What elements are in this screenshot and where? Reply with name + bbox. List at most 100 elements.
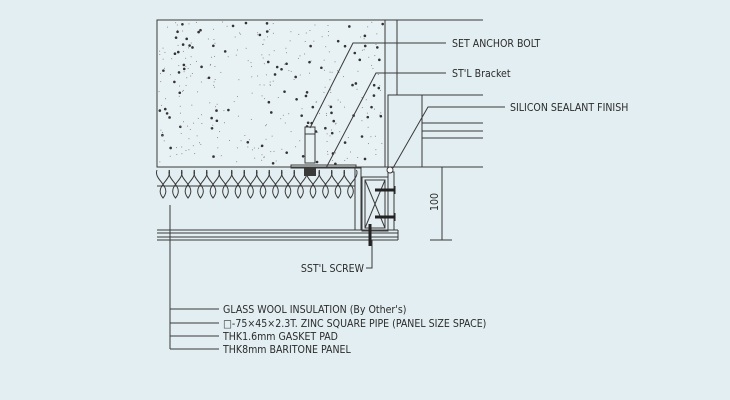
- concrete-speckle: [290, 131, 292, 133]
- concrete-speckle: [253, 147, 255, 149]
- concrete-speckle: [256, 75, 258, 77]
- concrete-speckle: [201, 123, 203, 125]
- concrete-speckle: [375, 149, 377, 151]
- concrete-speckle: [299, 140, 301, 142]
- concrete-speckle: [301, 108, 303, 110]
- concrete-speckle: [165, 112, 169, 115]
- concrete-speckle: [199, 28, 202, 32]
- label-sealant: SILICON SEALANT FINISH: [510, 102, 628, 114]
- concrete-speckle: [176, 147, 178, 149]
- concrete-speckle: [343, 141, 347, 144]
- concrete-speckle: [161, 104, 163, 106]
- concrete-speckle: [337, 70, 339, 72]
- concrete-speckle: [198, 142, 200, 144]
- concrete-speckle: [309, 72, 311, 74]
- wool-loop: [156, 169, 170, 199]
- concrete-speckle: [158, 91, 160, 93]
- concrete-speckle: [348, 25, 351, 28]
- concrete-speckle: [190, 56, 192, 58]
- concrete-speckle: [375, 43, 377, 45]
- concrete-speckle: [319, 112, 321, 114]
- concrete-speckle: [162, 69, 165, 72]
- concrete-speckle: [251, 92, 253, 94]
- concrete-speckle: [174, 36, 178, 39]
- concrete-speckle: [315, 101, 317, 103]
- concrete-speckle: [326, 133, 328, 135]
- concrete-speckle: [263, 156, 265, 158]
- concrete-speckle: [237, 115, 239, 117]
- concrete-speckle: [206, 77, 208, 79]
- concrete-speckle: [373, 108, 375, 110]
- concrete-speckle: [326, 140, 328, 142]
- concrete-speckle: [367, 126, 369, 128]
- concrete-speckle: [214, 42, 216, 44]
- concrete-speckle: [290, 70, 292, 72]
- concrete-speckle: [284, 63, 286, 65]
- concrete-speckle: [238, 79, 240, 81]
- concrete-speckle: [375, 154, 377, 156]
- concrete-speckle: [236, 96, 238, 98]
- concrete-speckle: [247, 146, 249, 148]
- concrete-speckle: [285, 62, 288, 66]
- concrete-speckle: [207, 38, 209, 40]
- wool-loop: [231, 169, 245, 199]
- concrete-speckle: [363, 34, 367, 38]
- concrete-speckle: [163, 67, 165, 69]
- concrete-speckle: [192, 145, 194, 147]
- concrete-speckle: [188, 23, 190, 25]
- wool-loop: [218, 169, 233, 199]
- concrete-speckle: [273, 73, 277, 76]
- concrete-speckle: [376, 46, 379, 49]
- concrete-speckle: [181, 22, 184, 26]
- label-gasket: THK1.6mm GASKET PAD: [222, 331, 338, 343]
- concrete-speckle: [307, 92, 309, 94]
- concrete-speckle: [212, 44, 215, 48]
- glass-wool-insulation: [156, 169, 358, 199]
- concrete-speckle: [324, 69, 326, 71]
- concrete-speckle: [190, 75, 192, 77]
- wool-loop: [306, 169, 320, 199]
- concrete-speckle: [200, 81, 202, 83]
- concrete-speckle: [261, 159, 263, 161]
- concrete-speckle: [323, 59, 325, 61]
- concrete-speckle: [169, 155, 171, 157]
- concrete-speckle: [358, 58, 362, 62]
- concrete-speckle: [183, 121, 185, 123]
- concrete-speckle: [366, 115, 370, 119]
- concrete-speckle: [273, 150, 275, 152]
- concrete-speckle: [240, 33, 242, 35]
- concrete-speckle: [234, 36, 236, 38]
- concrete-speckle: [294, 75, 297, 79]
- concrete-speckle: [326, 151, 328, 153]
- concrete-speckle: [209, 102, 211, 104]
- concrete-speckle: [330, 111, 333, 115]
- concrete-speckle: [327, 153, 329, 155]
- concrete-speckle: [370, 105, 373, 109]
- concrete-speckle: [347, 137, 349, 139]
- concrete-speckle: [315, 160, 319, 164]
- concrete-speckle: [300, 114, 303, 117]
- concrete-speckle: [207, 76, 211, 80]
- concrete-speckle: [328, 51, 330, 53]
- concrete-speckle: [269, 28, 271, 30]
- concrete-speckle: [372, 67, 374, 69]
- concrete-speckle: [185, 85, 187, 87]
- concrete-speckle: [163, 140, 165, 142]
- concrete-speckle: [223, 50, 227, 53]
- concrete-speckle: [219, 131, 221, 133]
- concrete-speckle: [209, 64, 211, 66]
- concrete-speckle: [344, 106, 346, 108]
- concrete-speckle: [251, 149, 253, 151]
- concrete-speckle: [236, 161, 238, 163]
- concrete-speckle: [313, 40, 315, 42]
- wool-loop: [243, 169, 258, 199]
- concrete-speckle: [367, 143, 369, 145]
- concrete-speckle: [289, 40, 291, 42]
- concrete-speckle: [177, 44, 179, 46]
- concrete-speckle: [304, 53, 306, 55]
- concrete-speckle: [270, 151, 272, 153]
- concrete-speckle: [304, 40, 306, 42]
- concrete-speckle: [179, 112, 181, 114]
- concrete-speckle: [363, 157, 367, 161]
